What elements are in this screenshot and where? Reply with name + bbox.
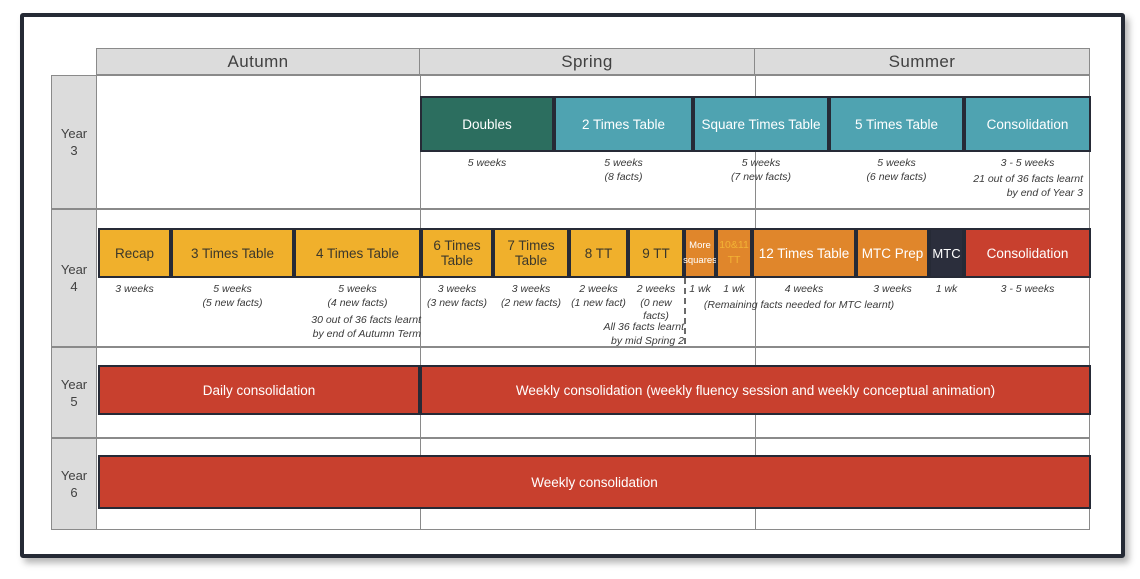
segment-label: MTC: [932, 245, 961, 261]
segment-weekly-consolidation: Weekly consolidation: [98, 455, 1091, 509]
segment-caption-4-times-table: 5 weeks (4 new facts): [327, 283, 388, 309]
term-grid-line: [755, 210, 756, 346]
annotation: All 36 facts learnt by mid Spring 2: [603, 321, 684, 347]
segment-daily-consolidation: Daily consolidation: [98, 365, 420, 415]
segment-caption-consolidation: 3 - 5 weeks: [1000, 157, 1055, 169]
segment-caption-doubles: 5 weeks: [467, 157, 507, 169]
year-label-number: 5: [70, 393, 78, 409]
segment-label: Square Times Table: [701, 116, 821, 132]
segment-10-11-tt: 10&11 TT: [716, 228, 752, 278]
year-row-3: Year 3 Doubles 5 weeks 2 Times Table 5 weeks …: [51, 75, 1091, 209]
segment-mtc: MTC: [929, 228, 964, 278]
segment-caption-mtc: 1 wk: [935, 283, 958, 295]
year-label-4: Year 4: [51, 209, 97, 347]
segment-caption-12-times-table: 4 weeks: [784, 283, 824, 295]
year-row-content: Daily consolidation Weekly consolidation …: [96, 347, 1091, 438]
segment-label: 12 Times Table: [758, 245, 850, 261]
segment-label: 9 TT: [642, 245, 670, 261]
segment-8-tt: 8 TT: [569, 228, 628, 278]
segment-caption-8-tt: 2 weeks (1 new fact): [571, 283, 626, 309]
year-row-6: Year 6 Weekly consolidation: [51, 438, 1091, 530]
year-label-number: 3: [70, 143, 78, 158]
segment-caption-consolidation: 3 - 5 weeks: [1000, 283, 1055, 295]
segment-label: 6 Times Table: [433, 238, 481, 268]
year-row-content: Doubles 5 weeks 2 Times Table 5 weeks (8 fa…: [96, 75, 1091, 209]
segment-6-times-table: 6 Times Table: [421, 228, 493, 278]
segment-caption-9-tt: 2 weeks (0 new facts): [636, 283, 676, 322]
segment-caption-6-times-table: 3 weeks (3 new facts): [426, 283, 488, 309]
term-header-autumn: Autumn: [96, 48, 420, 75]
segment-caption-10-11-tt: 1 wk: [723, 283, 745, 295]
segment-label: 10&11 TT: [719, 239, 749, 266]
year-label-6: Year 6: [51, 438, 97, 530]
segment-label: More squares: [683, 240, 717, 266]
segment-label: Doubles: [462, 116, 512, 132]
segment-label: Consolidation: [986, 245, 1069, 261]
year-label-word: Year: [60, 126, 88, 141]
segment-label: 4 Times Table: [315, 245, 400, 261]
segment-9-tt: 9 TT: [628, 228, 684, 278]
segment-recap: Recap: [98, 228, 171, 278]
segment-3-times-table: 3 Times Table: [171, 228, 294, 278]
segment-more-squares: More squares: [683, 228, 717, 278]
segment-caption-3-times-table: 5 weeks (5 new facts): [202, 283, 263, 309]
segment-caption-5-times-table: 5 weeks (6 new facts): [866, 157, 927, 183]
segment-caption-more-squares: 1 wk: [689, 283, 711, 295]
segment-label: Consolidation: [986, 116, 1069, 132]
segment-label: Daily consolidation: [202, 382, 316, 398]
segment-label: Recap: [114, 245, 155, 261]
curriculum-chart-frame: Autumn Spring Summer Year 3 Doubles 5 weeks…: [20, 13, 1125, 558]
year-label-number: 4: [70, 279, 78, 294]
segment-caption-7-times-table: 3 weeks (2 new facts): [500, 283, 562, 309]
segment-doubles: Doubles: [420, 96, 554, 152]
annotation: (Remaining facts needed for MTC learnt): [703, 299, 895, 311]
year-label-number: 6: [70, 485, 78, 500]
segment-7-times-table: 7 Times Table: [493, 228, 569, 278]
segment-5-times-table: 5 Times Table: [829, 96, 964, 152]
year-label-word: Year: [60, 262, 88, 277]
segment-label: Weekly consolidation (weekly fluency ses…: [515, 382, 996, 398]
year-row-4: Year 4 Recap 3 weeks 3 Times Table 5 weeks (5…: [51, 209, 1091, 347]
segment-label: 8 TT: [584, 245, 613, 261]
year-label-word: Year: [60, 468, 88, 483]
segment-label: MTC Prep: [861, 245, 924, 261]
segment-consolidation: Consolidation: [964, 228, 1091, 278]
segment-label: 5 Times Table: [854, 116, 939, 132]
term-header-summer: Summer: [754, 48, 1090, 75]
segment-label: 3 Times Table: [190, 245, 275, 261]
segment-mtc-prep: MTC Prep: [856, 228, 929, 278]
term-grid-line: [420, 210, 421, 346]
year-label-3: Year 3: [51, 75, 97, 209]
segment-caption-2-times-table: 5 weeks (8 facts): [604, 157, 643, 183]
segment-2-times-table: 2 Times Table: [554, 96, 693, 152]
segment-caption-mtc-prep: 3 weeks: [873, 283, 912, 295]
segment-4-times-table: 4 Times Table: [294, 228, 421, 278]
times-tables-timetable: Autumn Spring Summer Year 3 Doubles 5 weeks…: [51, 48, 1091, 530]
segment-caption-recap: 3 weeks: [115, 283, 154, 295]
segment-label: 2 Times Table: [581, 116, 666, 132]
year-row-content: Recap 3 weeks 3 Times Table 5 weeks (5 new …: [96, 209, 1091, 347]
dashed-divider: [684, 278, 686, 344]
term-header-spring: Spring: [419, 48, 755, 75]
segment-label: Weekly consolidation: [531, 474, 658, 490]
segment-label: 7 Times Table: [507, 238, 555, 268]
segment-12-times-table: 12 Times Table: [752, 228, 856, 278]
annotation: 21 out of 36 facts learnt by end of Year…: [973, 173, 1083, 199]
annotation: 30 out of 36 facts learnt by end of Autu…: [311, 314, 421, 340]
segment-caption-square-times-table: 5 weeks (7 new facts): [730, 157, 792, 183]
segment-consolidation: Consolidation: [964, 96, 1091, 152]
segment-square-times-table: Square Times Table: [693, 96, 829, 152]
year-row-content: Weekly consolidation: [96, 438, 1091, 530]
segment-weekly-consolidation-weekly-fluency-session-and-weekly-conceptual-animation: Weekly consolidation (weekly fluency ses…: [420, 365, 1091, 415]
year-label-word: Year: [60, 376, 88, 392]
